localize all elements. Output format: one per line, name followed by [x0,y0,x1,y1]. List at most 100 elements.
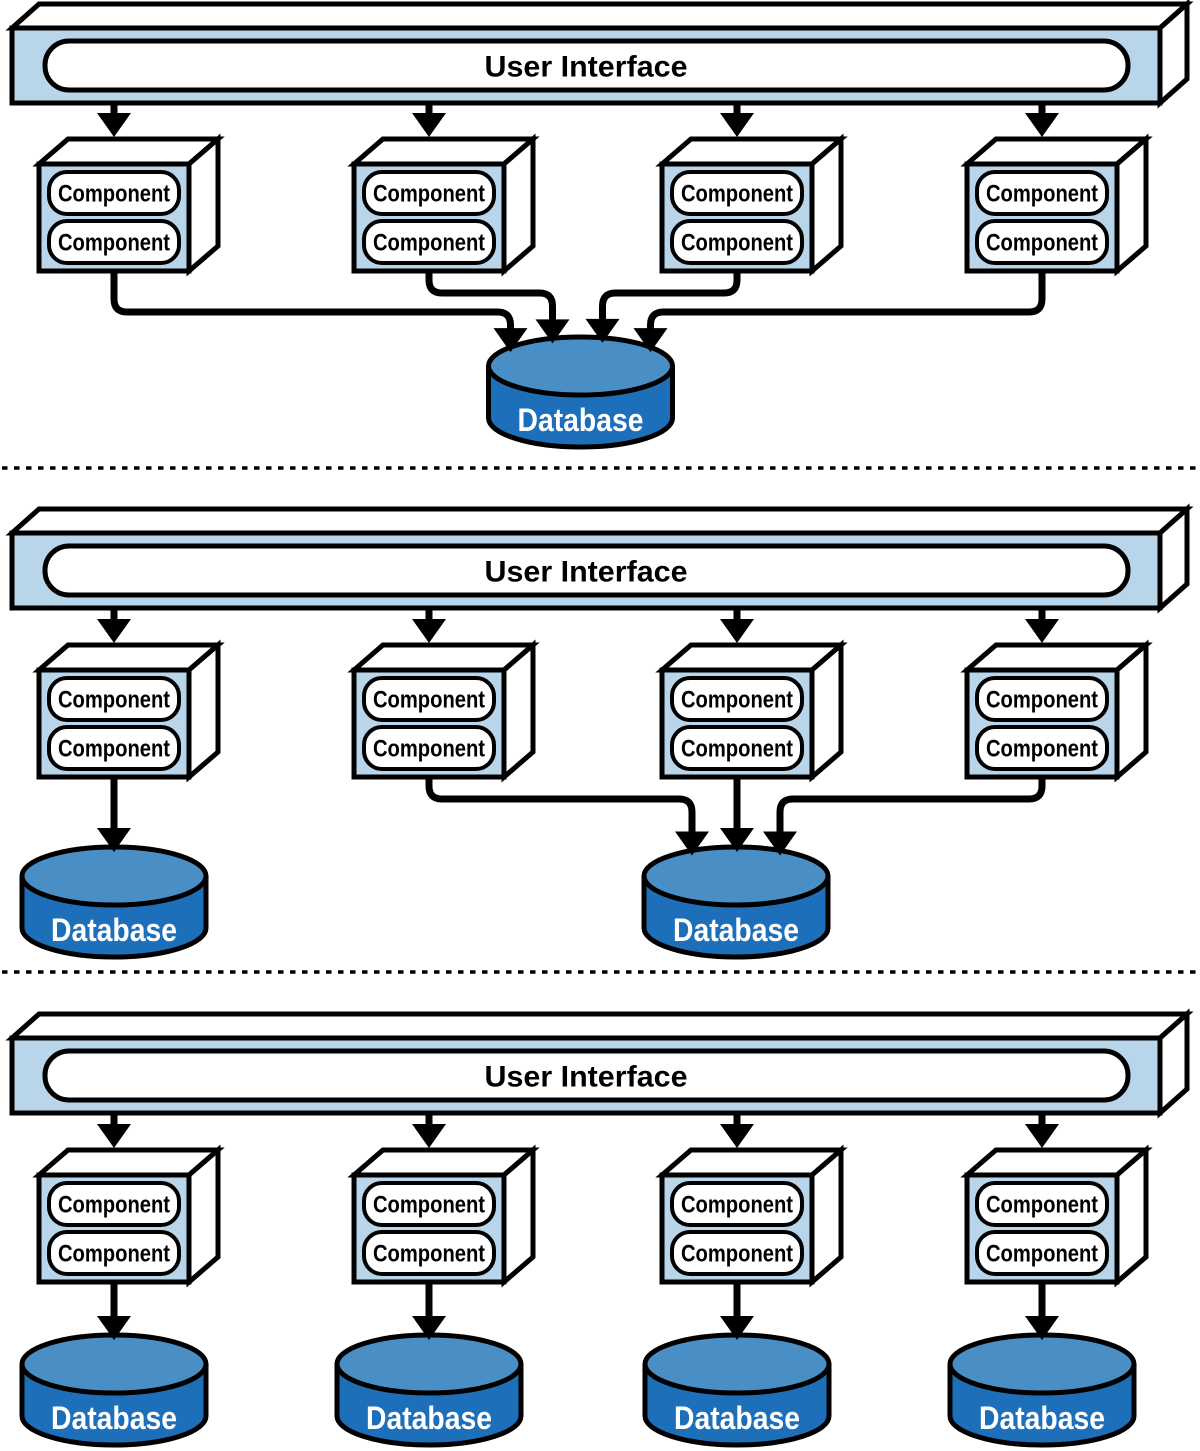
component-pill [975,170,1109,216]
user-interface-label: User Interface [485,556,688,589]
database-top [334,1332,524,1396]
stack-to-database-connector [720,1282,754,1340]
connector-line [425,271,556,324]
arrowhead [412,113,446,137]
component-pill [362,676,496,722]
component-label: Component [58,687,170,714]
database-top [641,844,831,908]
database-label: Database [366,1400,492,1436]
component-pill [362,170,496,216]
arrowhead [412,619,446,643]
ui-to-stack-arrow [412,610,446,643]
component-pill [670,219,804,265]
component-label: Component [986,687,1098,714]
ui-bar-top-face [5,506,1194,536]
component-label: Component [986,181,1098,208]
connector-arrowhead [585,318,620,343]
component-label: Component [986,230,1098,257]
component-pill [362,1181,496,1227]
arrowhead [720,113,754,137]
arrowhead [720,1124,754,1148]
component-pill [362,219,496,265]
component-pill [975,219,1109,265]
ui-bar-inner-panel [42,1048,1131,1103]
component-label: Component [681,1192,793,1219]
component-stack-side-face [186,1144,221,1288]
component-label: Component [681,1241,793,1268]
connector-arrowhead [720,1316,754,1340]
connector-arrowhead [675,831,709,856]
component-label: Component [373,687,485,714]
component-label: Component [58,230,170,257]
component-label: Component [373,1241,485,1268]
ui-to-stack-arrow [97,610,131,643]
component-label: Component [681,230,793,257]
connector-line [776,777,1046,836]
ui-bar-top-face [5,1,1194,31]
connector-arrowhead [412,1316,446,1340]
ui-to-stack-arrow [720,1115,754,1148]
connector-arrowhead [535,319,570,344]
component-label: Component [58,181,170,208]
connector-line [110,271,514,333]
connector-arrowhead [720,828,754,853]
database-label: Database [979,1400,1105,1436]
connector-line [425,777,696,836]
database-top [486,334,675,398]
stack-to-database-connector [425,271,570,344]
component-label: Component [58,1241,170,1268]
connector-arrowhead [97,828,131,852]
database-cylinder: Database [19,1332,209,1448]
arrowhead [1025,113,1059,137]
database-label: Database [674,1400,800,1436]
user-interface-label: User Interface [485,51,688,84]
user-interface-label: User Interface [485,1061,688,1094]
ui-bar: User Interface [5,0,1194,109]
connector-arrowhead [1025,1316,1059,1340]
database-cylinder: Database [947,1332,1137,1448]
component-stack-side-face [501,639,536,783]
arrowhead [97,1124,131,1148]
stack-to-database-connector [720,777,754,853]
stack-to-database-connector [633,271,1046,353]
arrowhead [1025,1124,1059,1148]
component-pill [975,725,1109,771]
database-top [19,1332,209,1396]
database-label: Database [673,912,799,948]
ui-bar: User Interface [5,503,1194,614]
connector-arrowhead [633,328,668,353]
ui-to-stack-arrow [412,105,446,137]
component-pill [47,1181,181,1227]
database-label: Database [518,402,644,438]
database-label: Database [51,912,177,948]
stack-to-database-connector [110,271,528,353]
arrowhead [97,113,131,137]
ui-bar: User Interface [5,1008,1194,1119]
component-label: Component [58,736,170,763]
connector-line [647,271,1046,333]
ui-to-stack-arrow [1025,610,1059,643]
ui-to-stack-arrow [720,105,754,137]
component-label: Component [373,181,485,208]
connector-arrowhead [493,328,528,353]
database-cylinder: Database [486,334,675,450]
component-pill [47,219,181,265]
section-shared-database: User InterfaceDatabaseComponentComponent… [5,0,1194,450]
ui-to-stack-arrow [97,105,131,137]
component-pill [47,1230,181,1276]
stack-to-database-connector [425,777,709,856]
database-top [642,1332,832,1396]
component-label: Component [373,736,485,763]
component-stack-side-face [1114,1144,1149,1288]
component-label: Component [373,1192,485,1219]
